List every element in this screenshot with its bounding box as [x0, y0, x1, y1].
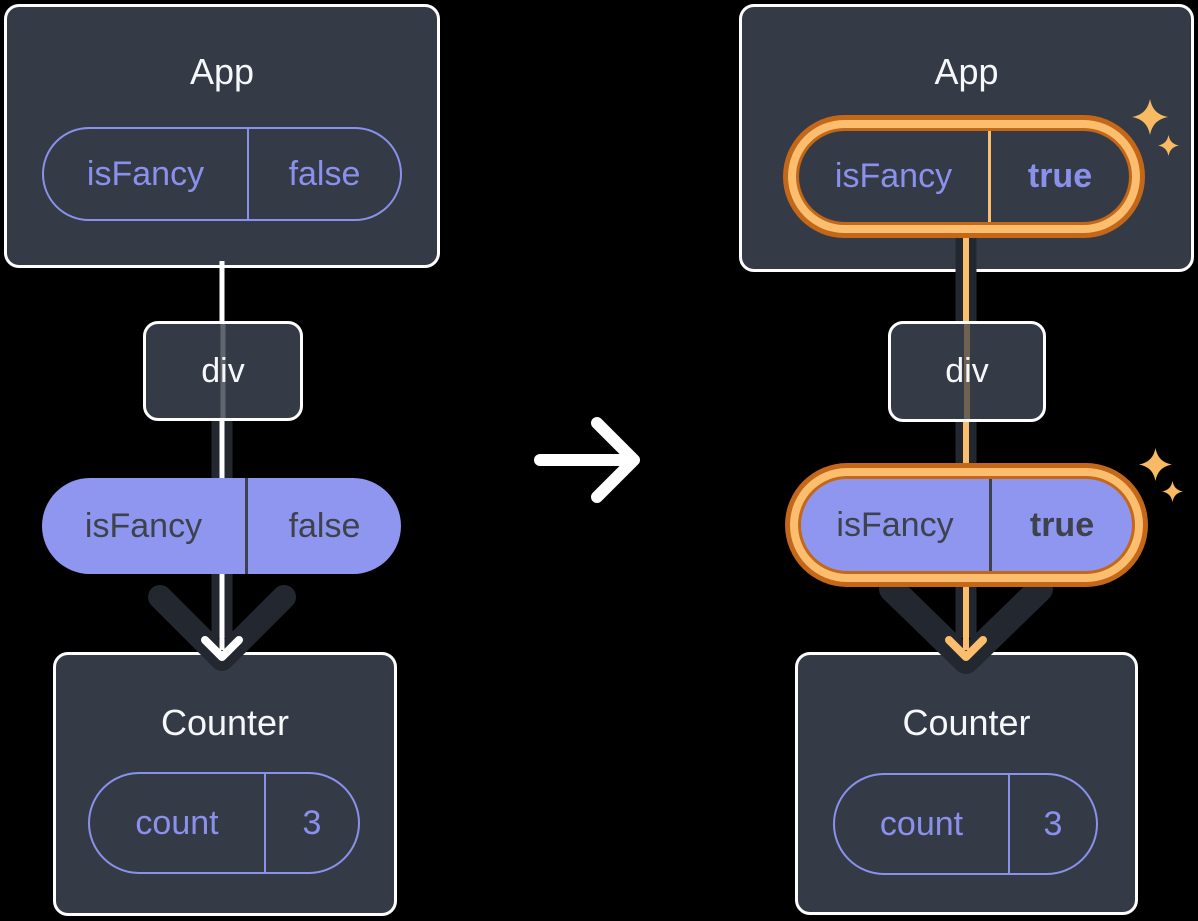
div-element-box-before: div — [143, 321, 303, 421]
pass-through-line-after — [964, 324, 970, 419]
state-pill-counter-after: count 3 — [833, 773, 1098, 875]
transition-arrow-head-icon — [591, 417, 640, 503]
pill-divider — [1008, 775, 1010, 873]
pill-divider — [988, 131, 991, 222]
flow-arrowhead-icon-after — [945, 636, 987, 661]
prop-key: isFancy — [836, 505, 954, 544]
counter-component-box-after: Counter — [795, 652, 1138, 915]
state-value: 3 — [1043, 804, 1063, 843]
flow-arrowhead-icon-before — [201, 636, 243, 661]
div-element-box-after: div — [888, 321, 1046, 422]
div-label-after: div — [945, 352, 989, 390]
counter-title-after: Counter — [902, 702, 1031, 743]
sparkle-icon — [1162, 481, 1183, 502]
state-value: 3 — [302, 803, 322, 842]
prop-pill-before: isFancy false — [42, 478, 401, 574]
state-pill-app-before: isFancy false — [42, 127, 402, 221]
app-title-before: App — [189, 51, 255, 92]
prop-value: true — [1029, 505, 1095, 544]
pill-divider — [264, 774, 266, 872]
sparkle-icon — [1158, 135, 1179, 156]
prop-value: false — [288, 506, 361, 545]
pill-divider — [245, 478, 248, 574]
pill-divider — [247, 129, 249, 219]
prop-pill-after-highlighted: isFancy true — [798, 476, 1135, 574]
state-key: count — [879, 804, 964, 843]
state-value: false — [288, 154, 361, 193]
state-value: true — [1027, 157, 1093, 195]
sparkle-icon — [1132, 99, 1168, 135]
state-key: count — [135, 803, 219, 842]
div-label-before: div — [201, 352, 245, 390]
pass-through-line-before — [220, 324, 226, 418]
sparkle-icon — [1139, 448, 1172, 481]
app-title-after: App — [934, 51, 999, 92]
counter-title-before: Counter — [160, 702, 290, 743]
pill-divider — [989, 479, 992, 571]
prop-key: isFancy — [84, 506, 203, 545]
state-pill-app-after-highlighted: isFancy true — [796, 128, 1132, 225]
state-pill-counter-before: count 3 — [88, 772, 360, 874]
state-key: isFancy — [834, 157, 953, 195]
state-key: isFancy — [86, 154, 205, 193]
